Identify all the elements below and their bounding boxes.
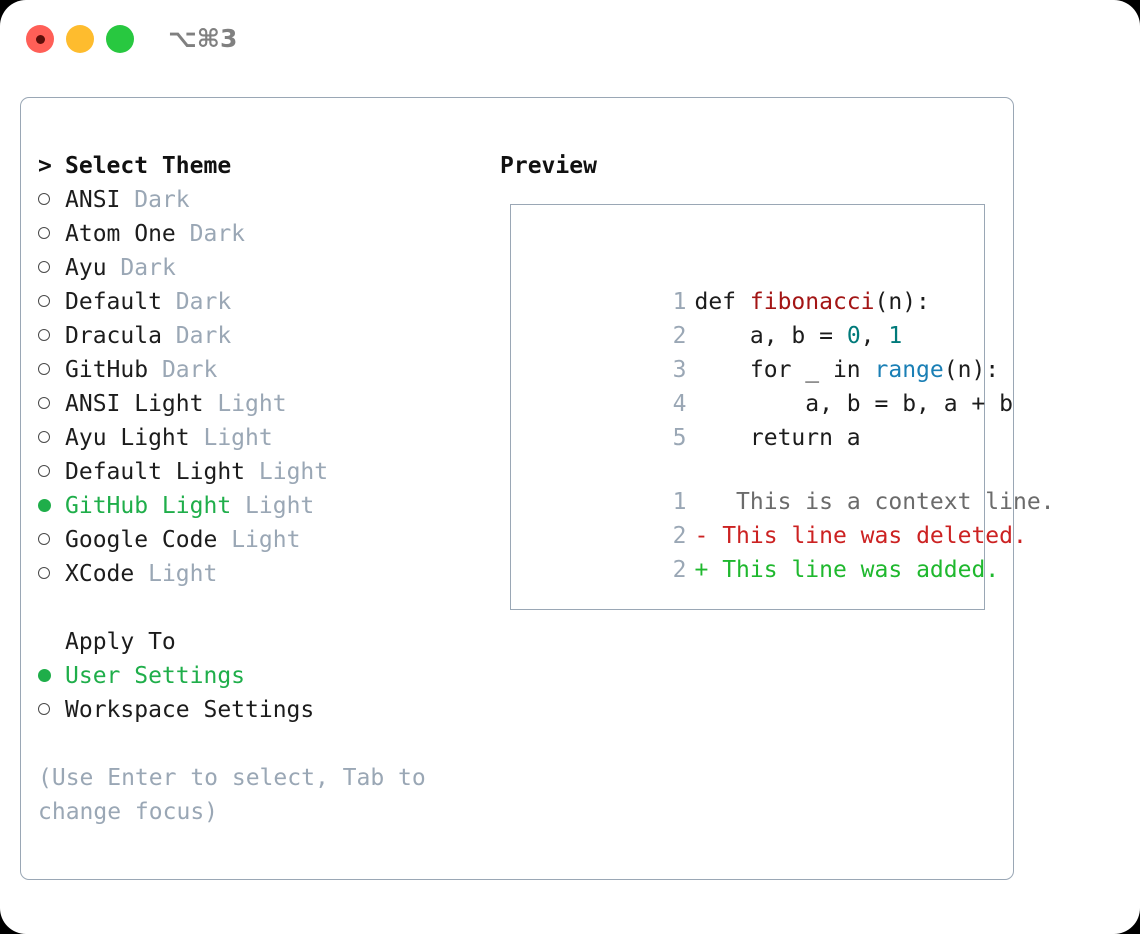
theme-option-ayu-light[interactable]: Ayu Light Light [38,421,488,455]
theme-option-label: XCode Light [65,561,218,587]
minimize-button[interactable] [66,25,94,53]
radio-unselected-icon[interactable] [38,693,64,727]
radio-unselected-icon[interactable] [38,183,64,217]
theme-option-atom-one-dark[interactable]: Atom One Dark [38,217,488,251]
line-number: 2 [672,323,687,349]
theme-selector-column: > Select Theme ANSI Dark Atom One Dark A… [38,149,488,727]
diff-marker-minus: - [694,523,709,549]
theme-option-dracula-dark[interactable]: Dracula Dark [38,319,488,353]
line-number: 1 [672,289,687,315]
radio-unselected-icon[interactable] [38,217,64,251]
select-theme-title: Select Theme [65,153,232,179]
title-bar: ⌥⌘3 [0,0,1140,78]
diff-line-deleted: 2 - This line was deleted. [522,485,1027,549]
radio-unselected-icon[interactable] [38,319,64,353]
apply-to-option-label: User Settings [65,663,246,689]
radio-unselected-icon[interactable] [38,251,64,285]
theme-option-google-code[interactable]: Google Code Light [38,523,488,557]
theme-option-label: Default Dark [65,289,232,315]
theme-option-label: Ayu Dark [65,255,176,281]
radio-unselected-icon[interactable] [38,455,64,489]
theme-option-ayu-dark[interactable]: Ayu Dark [38,251,488,285]
code-text: def fibonacci(n): [694,289,930,315]
diff-text: - This line was deleted. [694,523,1027,549]
line-number: 4 [672,391,687,417]
code-text: for _ in range(n): [694,357,1000,383]
diff-text: This is a context line. [708,489,1055,515]
theme-option-label: Ayu Light Light [65,425,273,451]
theme-option-label: GitHub Dark [65,357,218,383]
theme-option-label: GitHub Light Light [65,493,315,519]
main-panel: > Select Theme ANSI Dark Atom One Dark A… [20,97,1055,880]
code-text: a, b = 0, 1 [694,323,903,349]
radio-unselected-icon[interactable] [38,285,64,319]
theme-option-github-light[interactable]: GitHub Light Light [38,489,488,523]
code-line: 2 a, b = 0, 1 [522,285,978,349]
apply-to-section-header: Apply To [38,625,488,659]
radio-unselected-icon[interactable] [38,387,64,421]
diff-marker-plus: + [694,557,709,583]
line-number: 2 [672,557,687,583]
radio-unselected-icon[interactable] [38,523,64,557]
line-number: 2 [672,523,687,549]
apply-to-option-label: Workspace Settings [65,697,315,723]
apply-to-option-user-settings[interactable]: User Settings [38,659,488,693]
theme-option-label: Google Code Light [65,527,301,553]
code-text: return a [694,425,861,451]
radio-unselected-icon[interactable] [38,353,64,387]
code-line: 5 return a [522,387,978,451]
theme-option-label: ANSI Dark [65,187,190,213]
radio-unselected-icon[interactable] [38,557,64,591]
apply-to-option-workspace-settings[interactable]: Workspace Settings [38,693,488,727]
radio-selected-icon[interactable] [38,489,64,523]
theme-option-ansi-light[interactable]: ANSI Light Light [38,387,488,421]
theme-option-github-dark[interactable]: GitHub Dark [38,353,488,387]
line-number: 5 [672,425,687,451]
line-number: 1 [672,489,687,515]
theme-option-xcode[interactable]: XCode Light [38,557,488,591]
radio-selected-icon[interactable] [38,659,64,693]
code-line: 4 a, b = b, a + b [522,353,1013,417]
close-button[interactable] [26,25,54,53]
preview-heading: Preview [500,153,597,179]
code-preview: 1 def fibonacci(n): 2 a, b = 0, 1 3 for _… [522,251,1055,583]
theme-option-ansi-dark[interactable]: ANSI Dark [38,183,488,217]
code-line: 3 for _ in range(n): [522,319,1000,383]
prompt-caret-icon: > [38,153,52,179]
radio-unselected-icon[interactable] [38,421,64,455]
select-theme-header: > Select Theme [38,149,488,183]
recording-indicator-dot [35,34,45,44]
line-number: 3 [672,357,687,383]
preview-panel: 1 def fibonacci(n): 2 a, b = 0, 1 3 for _… [510,204,1055,610]
zoom-button[interactable] [106,25,134,53]
theme-option-label: Atom One Dark [65,221,246,247]
keyboard-hint-text: (Use Enter to select, Tab to change focu… [38,765,440,825]
apply-to-label: Apply To [65,629,176,655]
diff-text: + This line was added. [694,557,1000,583]
theme-option-default-light[interactable]: Default Light Light [38,455,488,489]
theme-option-default-dark[interactable]: Default Dark [38,285,488,319]
code-text: a, b = b, a + b [694,391,1013,417]
diff-line-added: 2 + This line was added. [522,519,1000,583]
keyboard-shortcut-label: ⌥⌘3 [168,24,238,53]
code-line: 1 def fibonacci(n): [522,251,978,315]
theme-option-label: Dracula Dark [65,323,232,349]
theme-option-label: ANSI Light Light [65,391,287,417]
theme-option-label: Default Light Light [65,459,329,485]
diff-line-context: 1 This is a context line. [522,451,1055,515]
